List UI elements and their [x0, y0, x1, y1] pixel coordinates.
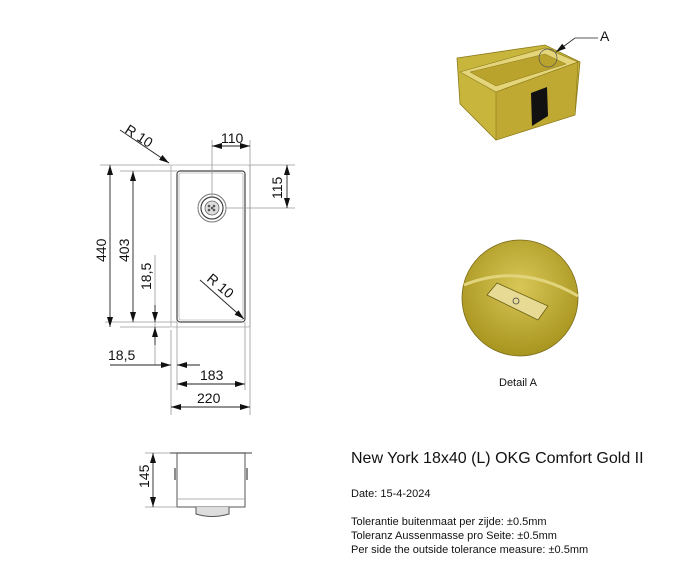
- dim-depth: 145: [136, 464, 152, 488]
- sink-outer-outline: [170, 164, 251, 328]
- tolerance-en: Per side the outside tolerance measure: …: [351, 544, 589, 556]
- drain-icon: [197, 193, 227, 223]
- drawing-date: Date: 15-4-2024: [351, 488, 431, 500]
- dim-rim-side: 18,5: [108, 347, 135, 363]
- side-view: 145: [136, 452, 252, 517]
- dim-corner-radius-outer: R 10: [122, 121, 156, 151]
- sink-bowl-outline: [176, 170, 246, 323]
- dim-outer-length: 440: [93, 238, 109, 262]
- callout-label-a: A: [600, 28, 610, 44]
- dim-rim-bottom: 18,5: [138, 263, 154, 290]
- dim-drain-offset-y: 115: [269, 176, 285, 199]
- dim-corner-radius-inner: R 10: [204, 270, 237, 301]
- tolerance-nl: Tolerantie buitenmaat per zijde: ±0.5mm: [351, 516, 547, 528]
- dim-inner-length: 403: [116, 238, 132, 262]
- sink-3d-render: A: [456, 28, 610, 141]
- dim-outer-width: 220: [197, 390, 221, 406]
- detail-a: Detail A: [461, 239, 579, 389]
- detail-caption: Detail A: [499, 377, 538, 389]
- dim-drain-offset-x: 110: [221, 130, 244, 146]
- top-view: 110 115 440 403 18,5 18,5 183 220 R 10 R…: [93, 121, 295, 415]
- product-title: New York 18x40 (L) OKG Comfort Gold II: [351, 450, 644, 467]
- dim-inner-width: 183: [200, 367, 224, 383]
- tolerance-de: Toleranz Aussenmasse pro Seite: ±0.5mm: [351, 530, 557, 542]
